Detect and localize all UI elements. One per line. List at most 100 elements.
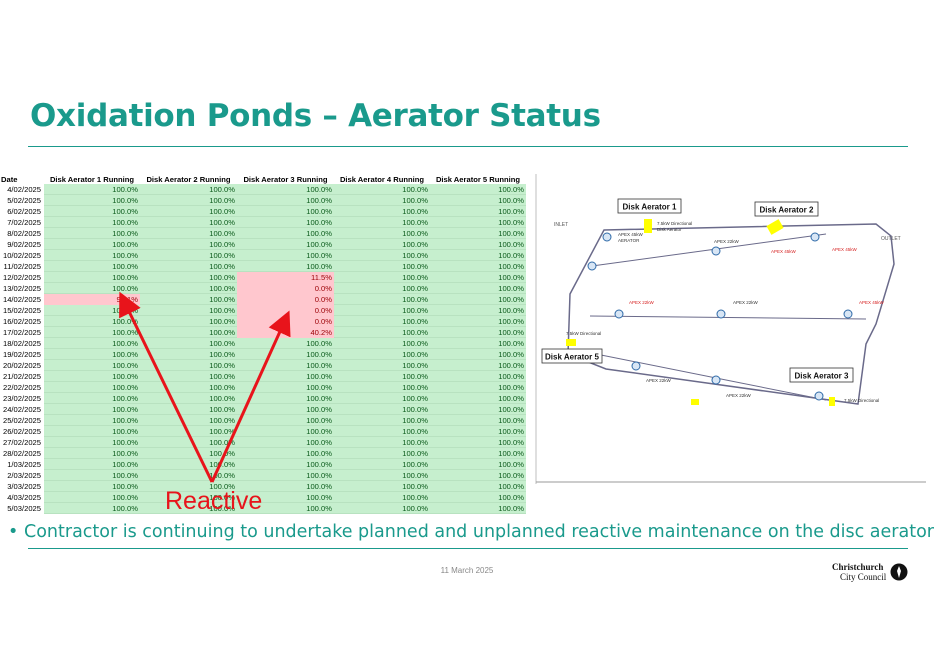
callout-aerator-2: Disk Aerator 2 — [754, 201, 819, 217]
aerator-3-cell: 100.0% — [237, 458, 334, 470]
aerator-2-cell: 100.0% — [140, 227, 237, 239]
aerator-4-cell: 100.0% — [334, 392, 430, 404]
aerator-4-cell: 100.0% — [334, 458, 430, 470]
aerator-4-cell: 100.0% — [334, 260, 430, 272]
aerator-4-cell: 100.0% — [334, 359, 430, 371]
aerator-3-cell: 100.0% — [237, 381, 334, 393]
aerator-2-cell: 100.0% — [140, 425, 237, 437]
aerator-5-cell: 100.0% — [430, 271, 526, 283]
aerator-1-cell: 100.0% — [44, 359, 140, 371]
date-cell: 20/02/2025 — [0, 359, 44, 371]
highlight-markers — [566, 219, 835, 406]
bullet-text: Contractor is continuing to undertake pl… — [24, 522, 934, 542]
aerator-5-cell: 100.0% — [430, 447, 526, 459]
aerator-4-cell: 100.0% — [334, 370, 430, 382]
aerator-2-cell: 100.0% — [140, 392, 237, 404]
aerator-5-cell: 100.0% — [430, 249, 526, 261]
map-directional-label-2: 7.5kW Directional — [566, 331, 601, 336]
date-cell: 23/02/2025 — [0, 392, 44, 404]
date-cell: 28/02/2025 — [0, 447, 44, 459]
aerator-4-cell: 100.0% — [334, 205, 430, 217]
map-apex-label-6: APEX 22kW — [733, 300, 759, 305]
svg-text:Disk Aerator 5: Disk Aerator 5 — [545, 353, 600, 362]
aerator-2-cell: 100.0% — [140, 337, 237, 349]
map-apex-label-7: APEX 45kW — [859, 300, 885, 305]
aerator-4-cell: 100.0% — [334, 447, 430, 459]
aerator-1-cell: 100.0% — [44, 304, 140, 316]
date-cell: 4/02/2025 — [0, 184, 44, 195]
callout-aerator-1: Disk Aerator 1 — [617, 198, 682, 214]
aerator-3-cell: 100.0% — [237, 491, 334, 503]
date-cell: 11/02/2025 — [0, 260, 44, 272]
aerator-1-cell: 100.0% — [44, 414, 140, 426]
aerator-3-cell: 100.0% — [237, 469, 334, 481]
aerator-1-cell: 100.0% — [44, 348, 140, 360]
aerator-5-cell: 100.0% — [430, 260, 526, 272]
svg-text:Disk Aerator 1: Disk Aerator 1 — [623, 203, 678, 212]
aerator-2-cell: 100.0% — [140, 260, 237, 272]
aerator-3-cell: 100.0% — [237, 216, 334, 228]
date-cell: 19/02/2025 — [0, 348, 44, 360]
aerator-4-cell: 100.0% — [334, 414, 430, 426]
aerator-3-cell: 100.0% — [237, 502, 334, 514]
date-cell: 9/02/2025 — [0, 238, 44, 250]
council-logo: Christchurch City Council — [832, 562, 912, 584]
aerator-5-cell: 100.0% — [430, 491, 526, 503]
aerator-1-cell: 100.0% — [44, 194, 140, 206]
aerator-3-cell: 100.0% — [237, 227, 334, 239]
aerator-1-cell: 100.0% — [44, 491, 140, 503]
aerator-3-cell: 100.0% — [237, 480, 334, 492]
aerator-5-cell: 100.0% — [430, 184, 526, 195]
aerator-5-cell: 100.0% — [430, 458, 526, 470]
date-cell: 3/03/2025 — [0, 480, 44, 492]
aerator-3-cell: 100.0% — [237, 194, 334, 206]
date-cell: 15/02/2025 — [0, 304, 44, 316]
date-cell: 5/03/2025 — [0, 502, 44, 514]
aerator-1-cell: 100.0% — [44, 216, 140, 228]
aerator-2-cell: 100.0% — [140, 381, 237, 393]
aerator-1-cell: 100.0% — [44, 502, 140, 514]
aerator-3-cell: 0.0% — [237, 293, 334, 305]
aerator-5-cell: 100.0% — [430, 414, 526, 426]
aerator-4-cell: 100.0% — [334, 216, 430, 228]
column-header-aerator-5: Disk Aerator 5 Running — [430, 174, 526, 184]
date-cell: 12/02/2025 — [0, 271, 44, 283]
aerator-3-cell: 100.0% — [237, 249, 334, 261]
aerator-4-cell: 100.0% — [334, 469, 430, 481]
aerator-3-cell: 100.0% — [237, 348, 334, 360]
aerator-1-cell: 100.0% — [44, 205, 140, 217]
aerator-3-cell: 40.2% — [237, 326, 334, 338]
aerator-4-cell: 100.0% — [334, 238, 430, 250]
aerator-3-cell: 100.0% — [237, 447, 334, 459]
aerator-1-cell: 100.0% — [44, 370, 140, 382]
callout-aerator-5: Disk Aerator 5 — [541, 348, 603, 364]
map-apex-label-3: APEX 45kW — [771, 249, 797, 254]
aerator-5-cell: 100.0% — [430, 436, 526, 448]
aerator-1-cell: 100.0% — [44, 282, 140, 294]
map-apex-label-9: APEX 22kW — [726, 393, 752, 398]
aerator-5-cell: 100.0% — [430, 359, 526, 371]
aerator-2-cell: 100.0% — [140, 348, 237, 360]
aerator-2-cell: 100.0% — [140, 194, 237, 206]
aerator-2-cell: 100.0% — [140, 403, 237, 415]
aerator-5-cell: 100.0% — [430, 337, 526, 349]
aerator-3-cell: 100.0% — [237, 184, 334, 195]
aerator-4-cell: 100.0% — [334, 282, 430, 294]
column-header-aerator-1: Disk Aerator 1 Running — [44, 174, 140, 184]
aerator-2-cell: 100.0% — [140, 326, 237, 338]
map-inlet-label: INLET — [554, 222, 568, 228]
date-cell: 22/02/2025 — [0, 381, 44, 393]
aerator-1-cell: 100.0% — [44, 392, 140, 404]
reactive-annotation: Reactive — [165, 487, 263, 515]
